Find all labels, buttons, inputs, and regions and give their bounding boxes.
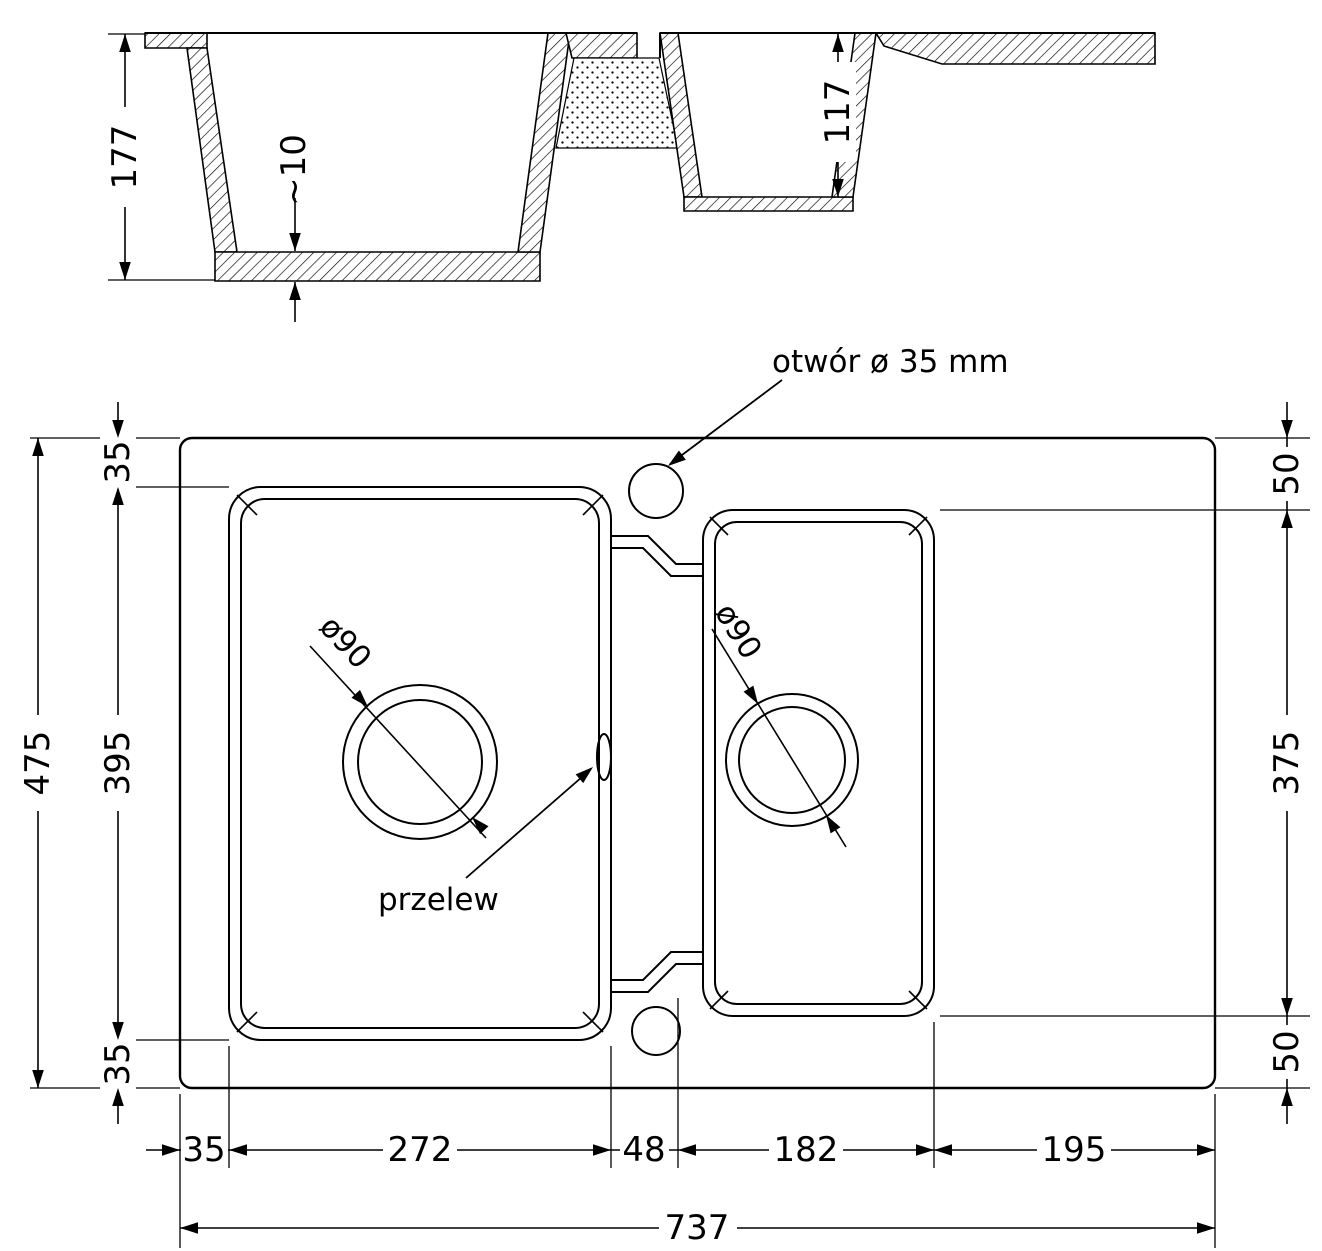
label-faucet-hole: otwór ø 35 mm	[772, 344, 1009, 380]
divider-step-contours	[611, 535, 703, 993]
section-dim-depth-right: 117	[818, 34, 858, 197]
leader-overflow	[465, 769, 591, 879]
section-left-wall	[186, 47, 238, 253]
dim-label-272: 272	[388, 1130, 453, 1170]
dim-label-10: ~10	[274, 134, 314, 206]
dim-label-177: 177	[105, 125, 145, 190]
leader-faucet-hole	[669, 379, 783, 465]
dim-label-375: 375	[1267, 731, 1307, 796]
basin-right-corner-ticks	[709, 516, 928, 1010]
dim-label-117: 117	[818, 80, 858, 145]
overflow-slot	[596, 733, 612, 781]
section-right-basin-bottom	[683, 196, 854, 212]
extension-lines	[30, 437, 1310, 1248]
plan-view	[178, 436, 1217, 1090]
dim-label-48: 48	[622, 1130, 665, 1170]
dim-label-50-bottom: 50	[1267, 1030, 1307, 1073]
callouts: otwór ø 35 mm przelew ø90 ø90	[309, 344, 1009, 918]
basin-right-outer-rim	[702, 509, 935, 1017]
drain-left-inner	[357, 699, 483, 825]
cross-section-view: 177 ~10 117	[105, 32, 1156, 322]
section-dim-depth-left: 177	[105, 33, 215, 281]
faucet-hole	[628, 463, 684, 519]
basin-left-outer-rim	[228, 486, 612, 1041]
label-drain-left-diameter: ø90	[312, 609, 378, 676]
section-left-bottom	[214, 251, 541, 282]
dim-label-195: 195	[1042, 1130, 1107, 1170]
dim-label-182: 182	[774, 1130, 839, 1170]
basin-left-corner-ticks	[236, 494, 604, 1033]
section-left-flange	[144, 32, 208, 49]
dim-label-35-top: 35	[98, 440, 138, 483]
dim-label-395: 395	[98, 731, 138, 796]
dim-drain-left: ø90	[309, 609, 489, 839]
dim-label-50-top: 50	[1267, 452, 1307, 495]
section-drainboard	[874, 32, 1156, 65]
dim-label-35-width: 35	[182, 1130, 225, 1170]
drain-right-inner	[738, 706, 846, 814]
plan-dimensions: 475 35 395 35 50 375 50 35 272 48 182 19…	[18, 402, 1310, 1248]
label-drain-right-diameter: ø90	[707, 597, 768, 666]
dim-label-35-bottom: 35	[98, 1042, 138, 1085]
dim-drain-right: ø90	[707, 597, 847, 848]
section-dim-bottom-thickness: ~10	[274, 134, 314, 322]
section-divider-stipple	[555, 57, 679, 149]
dim-label-737: 737	[665, 1208, 730, 1248]
basin-right-inner-rim	[714, 521, 923, 1005]
label-overflow: przelew	[378, 882, 499, 918]
basin-left-inner-rim	[240, 498, 600, 1029]
dim-label-475: 475	[18, 731, 58, 796]
section-walls	[144, 32, 1156, 282]
drain-right-outer	[725, 693, 859, 827]
sink-outline	[178, 436, 1217, 1090]
drain-left-outer	[342, 684, 498, 840]
bottom-accessory-hole	[631, 1006, 681, 1056]
section-divider-plate	[564, 32, 638, 59]
dimension-arrows	[32, 420, 1293, 1234]
